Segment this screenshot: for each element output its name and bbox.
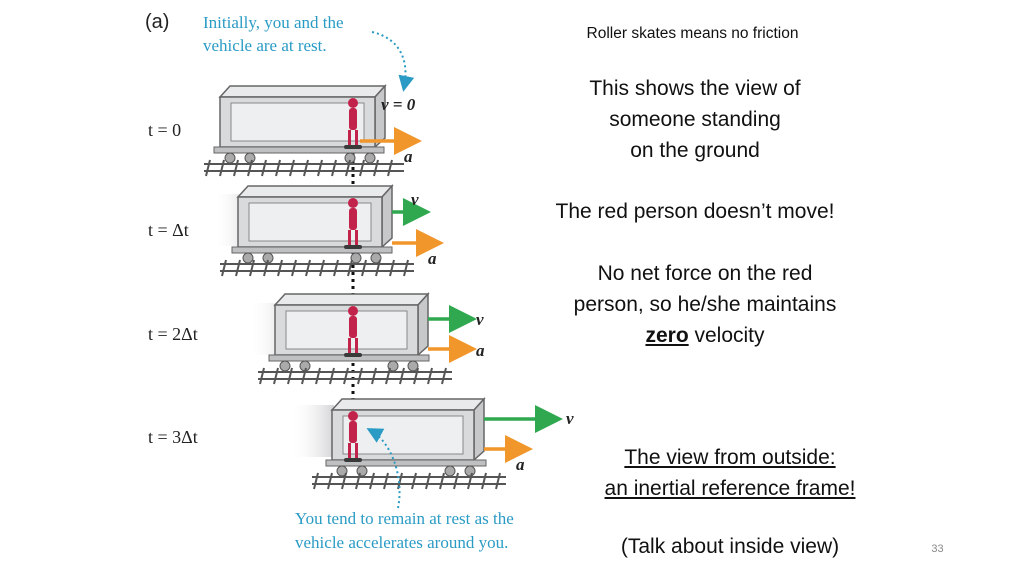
person-t1: [344, 198, 362, 249]
inside-view-text: (Talk about inside view): [620, 535, 840, 558]
person-t3: [344, 411, 362, 462]
car-t1: [231, 184, 394, 264]
motion-blur-t3: [290, 405, 334, 457]
velocity-word: velocity: [688, 324, 765, 347]
panel-label: (a): [145, 11, 169, 33]
force-text: No net force on the red person, so he/sh…: [530, 258, 880, 351]
track-t0: [204, 159, 404, 177]
time-label-2: t = 2Δt: [148, 324, 198, 344]
page-number: 33: [931, 543, 944, 555]
time-label-0: t = 0: [148, 120, 181, 140]
v-zero-label: v = 0: [381, 95, 416, 114]
velocity-label-t2: v: [476, 310, 484, 329]
car-t2: [268, 292, 430, 372]
caption-bottom-pointer: [366, 428, 401, 509]
caption-bottom-line1: You tend to remain at rest as the: [295, 509, 514, 528]
outside-view-text: The view from outside: an inertial refer…: [560, 442, 900, 504]
view-line-3: on the ground: [630, 139, 760, 162]
caption-top-pointer: [371, 31, 415, 92]
view-line-2: someone standing: [609, 108, 781, 131]
track-t1: [220, 259, 414, 277]
accel-label-t3: a: [516, 455, 525, 474]
accel-label-t0: a: [404, 147, 413, 166]
friction-note: Roller skates means no friction: [586, 25, 799, 42]
car-t0: [213, 84, 387, 164]
caption-top-line1: Initially, you and the: [203, 13, 344, 32]
track-t3: [312, 472, 506, 490]
accel-label-t2: a: [476, 341, 485, 360]
velocity-label-t3: v: [566, 409, 574, 428]
caption-bottom-line2: vehicle accelerates around you.: [295, 533, 508, 552]
view-text: This shows the view of someone standing …: [540, 73, 850, 166]
track-t2: [258, 367, 452, 385]
no-move-text: The red person doesn’t move!: [555, 200, 835, 223]
force-line-1: No net force on the red: [597, 262, 813, 285]
zero-emphasis: zero: [645, 324, 689, 347]
time-label-3: t = 3Δt: [148, 427, 198, 447]
force-line-2: person, so he/she maintains: [573, 293, 837, 316]
outside-line-2: an inertial reference frame!: [604, 477, 856, 500]
caption-top-line2: vehicle are at rest.: [203, 36, 327, 55]
physics-figure: (a) Initially, you and the vehicle are a…: [145, 11, 574, 552]
force-line-3: zero velocity: [530, 320, 880, 351]
time-label-1: t = Δt: [148, 220, 189, 240]
person-t2: [344, 306, 362, 357]
person-t0: [344, 98, 362, 149]
outside-line-1: The view from outside:: [624, 446, 836, 469]
velocity-label-t1: v: [411, 190, 419, 209]
accel-label-t1: a: [428, 249, 437, 268]
view-line-1: This shows the view of: [589, 77, 801, 100]
